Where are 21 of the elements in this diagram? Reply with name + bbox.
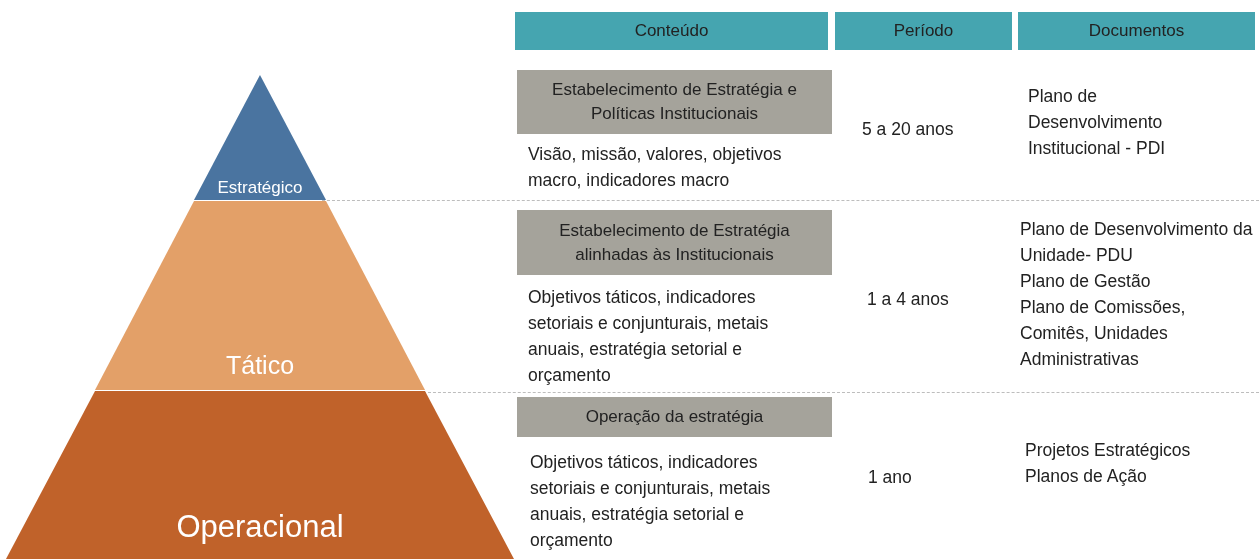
cell-text: Plano de Gestão: [1020, 270, 1152, 293]
level-name: Estratégico: [217, 178, 303, 198]
cell-text: Plano de Desenvolvimento Institucional - PDI: [1028, 85, 1167, 160]
level-name: Tático: [225, 351, 295, 380]
column-header: Conteúdo: [515, 12, 828, 50]
content-heading: Estabelecimento de Estratégia alinhadas às Institucionais: [517, 210, 832, 275]
content-heading: Operação da estratégia: [517, 397, 832, 437]
cell-text: Objetivos táticos, indicadores setoriais e conjunturais, metais anuais, estratégia setorial e orçamento: [530, 451, 772, 552]
column-header: Período: [835, 12, 1012, 50]
cell-text: Visão, missão, valores, objetivos macro, indicadores macro: [528, 143, 783, 192]
cell-text: Plano de Comissões, Comitês, Unidades Administrativas: [1020, 296, 1187, 371]
cell-text: 1 ano: [868, 466, 913, 489]
column-header: Documentos: [1018, 12, 1255, 50]
cell-text: Objetivos táticos, indicadores setoriais e conjunturais, metais anuais, estratégia setorial e orçamento: [528, 286, 770, 387]
level-name: Operacional: [176, 509, 344, 545]
cell-text: 5 a 20 anos: [862, 118, 955, 141]
cell-text: Projetos Estratégicos: [1025, 439, 1192, 462]
cell-text: Plano de Desenvolvimento da Unidade- PDU: [1020, 218, 1254, 267]
cell-text: Planos de Ação: [1025, 465, 1148, 488]
cell-text: 1 a 4 anos: [867, 288, 950, 311]
content-heading: Estabelecimento de Estratégia e Políticas Institucionais: [517, 70, 832, 134]
